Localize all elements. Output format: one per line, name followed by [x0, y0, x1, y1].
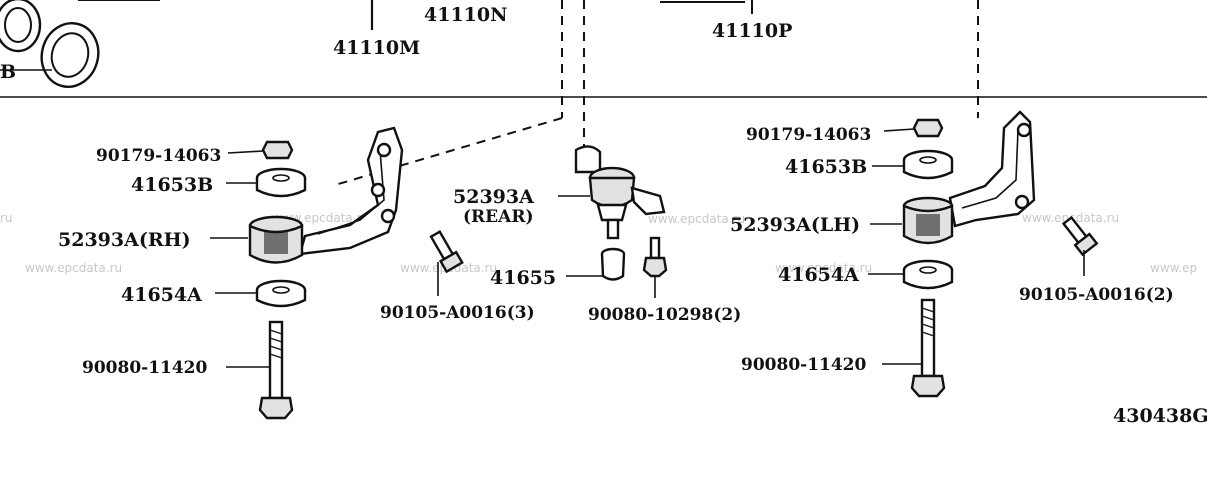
rh-nut	[261, 140, 294, 160]
lh-upper-cushion-hole	[919, 156, 937, 164]
watermark: www.epcdata.ru	[25, 261, 122, 275]
ring-part	[40, 22, 100, 88]
label-rear-bracket: 52393A	[453, 186, 534, 208]
label-right-small-bolt: 90105-A0016(2)	[1019, 285, 1174, 305]
rh-mount-window	[264, 232, 288, 254]
rear-mount-assembly: 90105-A0016(3) 52393A (REAR) 41655 90080…	[380, 145, 741, 325]
watermark: www.ep	[1150, 261, 1197, 275]
label-lh-nut: 90179-14063	[746, 125, 871, 145]
ring-part-inner	[4, 7, 32, 43]
rear-stud	[606, 218, 620, 240]
rh-bracket-hole	[376, 142, 392, 158]
label-41110m: 41110M	[333, 37, 420, 59]
label-rh-lower-cushion: 41654A	[121, 284, 202, 306]
lh-lower-cushion	[902, 270, 954, 290]
lh-mount-assembly: 90179-14063 41653B 52393A(LH) 41654A 900…	[730, 110, 1174, 398]
label-rh-bolt: 90080-11420	[82, 358, 208, 378]
lh-bolt-head	[910, 374, 946, 398]
lh-bracket-rib	[961, 129, 1019, 209]
rh-lower-cushion	[255, 290, 307, 308]
label-rh-bracket: 52393A(RH)	[58, 229, 191, 251]
lh-bolt-thread	[921, 307, 935, 337]
right-small-bolt	[1061, 215, 1099, 257]
lh-mount-window	[916, 214, 940, 236]
watermark: www.epcdata.ru	[775, 261, 872, 275]
rh-upper-cushion-hole	[272, 174, 290, 182]
collar-body	[600, 253, 626, 281]
label-rear-note: (REAR)	[463, 207, 534, 227]
lh-bracket-hole	[1014, 194, 1030, 210]
leader-line	[883, 128, 915, 132]
lh-bracket-arm	[948, 110, 1036, 228]
rh-mount-assembly: 90179-14063 41653B 52393A(RH) 41654A 900…	[58, 117, 563, 420]
label-rh-nut: 90179-14063	[96, 146, 221, 166]
ring-part-inner	[50, 32, 90, 78]
watermark: www.epcdata.ru	[648, 212, 745, 226]
figure-id: 430438G	[1113, 405, 1207, 427]
rh-bolt-head	[258, 396, 294, 420]
label-lh-upper-cushion: 41653B	[785, 156, 867, 178]
center-small-bolt	[429, 230, 464, 274]
center-small-bolt-head	[438, 250, 464, 274]
label-rh-upper-cushion: 41653B	[131, 174, 213, 196]
lh-lower-cushion-hole	[919, 266, 937, 274]
leader-line	[227, 150, 264, 154]
label-center-small-bolt: 90105-A0016(3)	[380, 303, 535, 323]
rear-bracket-base	[596, 203, 628, 222]
label-41110p: 41110P	[712, 20, 792, 42]
label-collar: 41655	[490, 267, 556, 289]
lh-nut	[912, 118, 944, 138]
watermark: ru	[0, 211, 13, 225]
center-stud-bolt-shank	[649, 236, 661, 260]
top-strip: B 41110M 41110N 41110P	[0, 0, 1207, 150]
label-lh-bolt: 90080-11420	[741, 355, 867, 375]
rh-bracket-rib	[317, 149, 385, 235]
center-stud-bolt-head	[642, 256, 668, 278]
label-center-stud-bolt: 90080-10298(2)	[588, 305, 741, 325]
rear-bracket-upper	[574, 145, 602, 174]
dashed-guide	[334, 117, 563, 186]
rh-bolt-thread	[269, 329, 283, 359]
rh-bracket-hole	[370, 182, 386, 198]
label-b: B	[0, 61, 16, 83]
label-lh-bracket: 52393A(LH)	[730, 214, 860, 236]
rh-lower-cushion-hole	[272, 286, 290, 294]
lh-upper-cushion	[902, 160, 954, 180]
label-lh-lower-cushion: 41654A	[778, 264, 859, 286]
right-small-bolt-head	[1073, 232, 1099, 257]
label-41110n: 41110N	[424, 4, 507, 26]
rear-bracket-body	[588, 176, 636, 209]
lh-bracket-hole	[1016, 122, 1032, 138]
rear-bracket-arm	[630, 186, 666, 216]
rh-bracket-hole	[380, 208, 396, 224]
rh-upper-cushion	[255, 178, 307, 198]
